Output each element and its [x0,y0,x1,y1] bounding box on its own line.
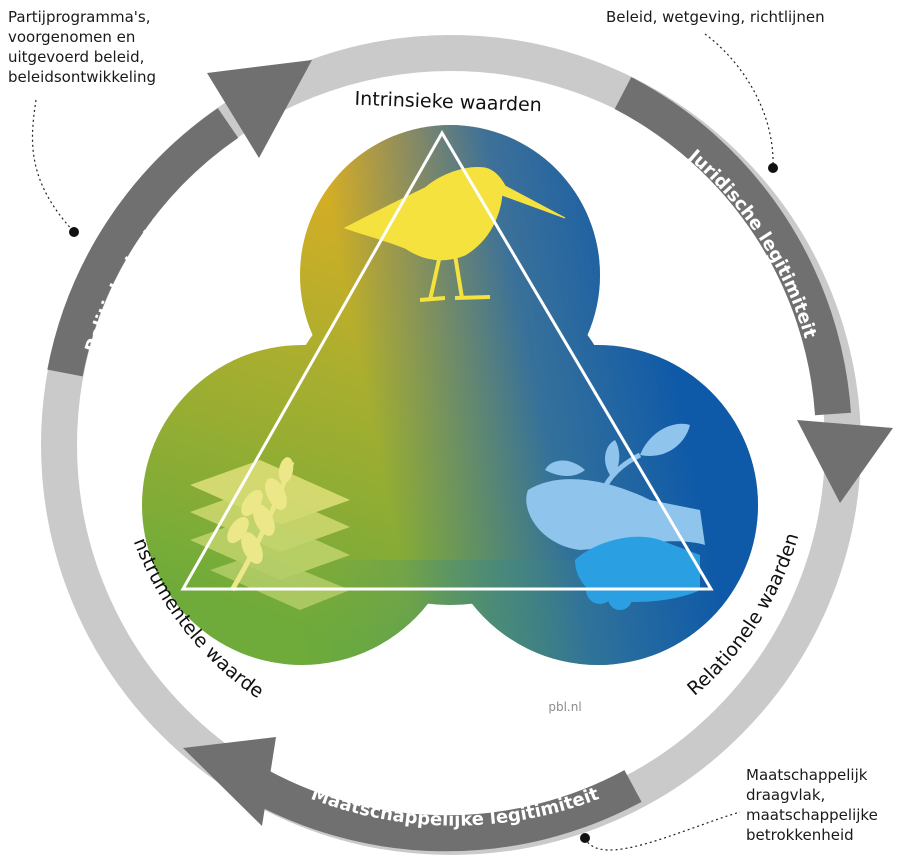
societal-note-line: betrokkenheid [746,826,854,844]
legal-note: Beleid, wetgeving, richtlijnen [606,8,825,26]
legal-note-line: Beleid, wetgeving, richtlijnen [606,8,825,26]
hands-with-plant-icon [526,423,705,610]
societal-note-line: maatschappelijke [746,806,878,824]
political-legitimacy-arrow [47,108,239,377]
source-credit: pbl.nl [548,700,581,714]
political-arrow-head [207,60,312,158]
political-note: Partijprogramma's, voorgenomen en uitgev… [8,8,156,86]
legal-note-leader [704,33,774,169]
societal-note-leader [584,811,741,851]
values-triangle [180,130,714,591]
snipe-bird-icon [343,166,566,302]
political-note-dot [69,227,79,237]
legal-note-dot [768,163,778,173]
societal-note: Maatschappelijk draagvlak, maatschappeli… [746,766,878,844]
political-note-line: uitgevoerd beleid, [8,48,144,66]
societal-legitimacy-arrow [239,764,642,852]
political-note-line: Partijprogramma's, [8,8,151,26]
societal-arrow-head [183,737,276,826]
political-note-line: voorgenomen en [8,28,135,46]
intrinsic-values-label: Intrinsieke waarden [354,88,542,117]
legal-arrow-head [797,420,893,503]
political-note-leader [31,99,75,233]
legal-legitimacy-arrow [614,77,851,416]
societal-note-line: draagvlak, [746,786,825,804]
political-note-line: beleidsontwikkeling [8,68,156,86]
societal-note-line: Maatschappelijk [746,766,868,784]
societal-note-dot [580,833,590,843]
